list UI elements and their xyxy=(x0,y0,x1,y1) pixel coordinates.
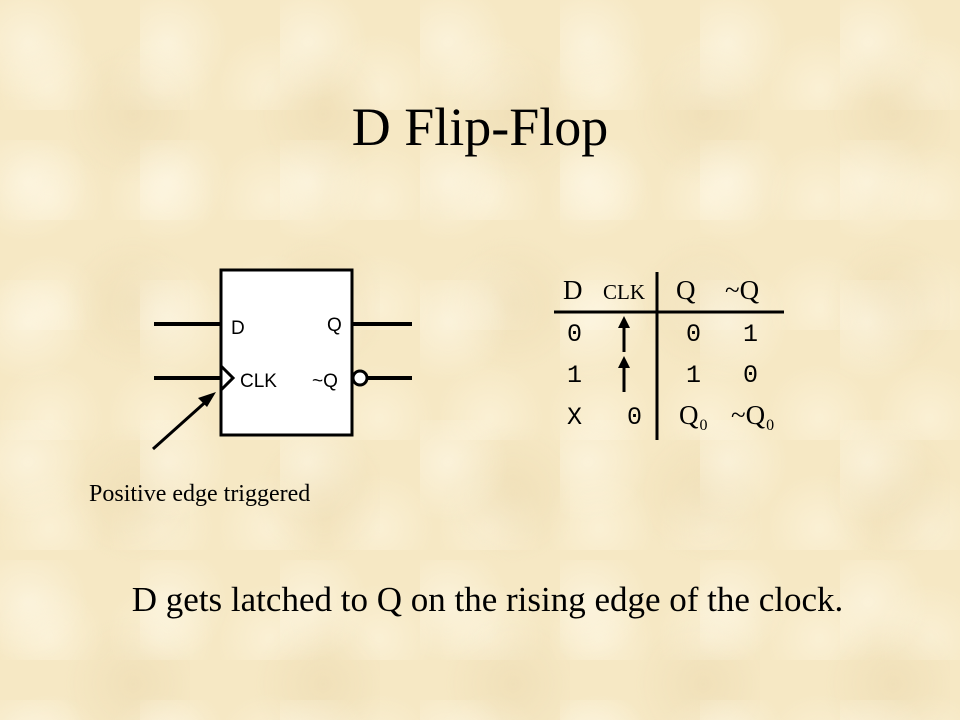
inversion-bubble xyxy=(351,369,369,387)
row3-d: X xyxy=(567,403,582,432)
truth-table: D CLK Q ~Q 0 0 1 1 1 0 X 0 Q0 ~Q0 xyxy=(554,272,784,440)
row1-qbar: 1 xyxy=(743,320,758,349)
row1-q: 0 xyxy=(686,320,701,349)
header-d: D xyxy=(563,275,583,305)
header-qbar: ~Q xyxy=(725,275,760,305)
clock-pointer-arrow xyxy=(151,392,216,451)
rising-edge-icon xyxy=(618,316,630,352)
row3-q: Q0 xyxy=(679,400,708,434)
clock-edge-triangle xyxy=(219,364,236,392)
pin-label-q: Q xyxy=(327,315,342,336)
row1-d: 0 xyxy=(567,320,582,349)
slide-title: D Flip-Flop xyxy=(351,97,609,157)
header-q: Q xyxy=(676,275,696,305)
pin-label-d: D xyxy=(231,318,245,339)
row3-qbar: ~Q0 xyxy=(731,400,774,434)
caption-positive-edge: Positive edge triggered xyxy=(89,481,311,507)
pin-label-qbar: ~Q xyxy=(312,371,338,392)
row2-qbar: 0 xyxy=(743,361,758,390)
header-clk: CLK xyxy=(603,280,645,304)
slide-footer-text: D gets latched to Q on the rising edge o… xyxy=(131,580,844,619)
row3-clk: 0 xyxy=(627,403,642,432)
flipflop-body xyxy=(219,268,354,437)
rising-edge-icon xyxy=(618,356,630,392)
pin-label-clk: CLK xyxy=(240,371,277,392)
row2-d: 1 xyxy=(567,361,582,390)
flipflop-symbol: D Q CLK ~Q xyxy=(154,268,412,437)
row2-q: 1 xyxy=(686,361,701,390)
